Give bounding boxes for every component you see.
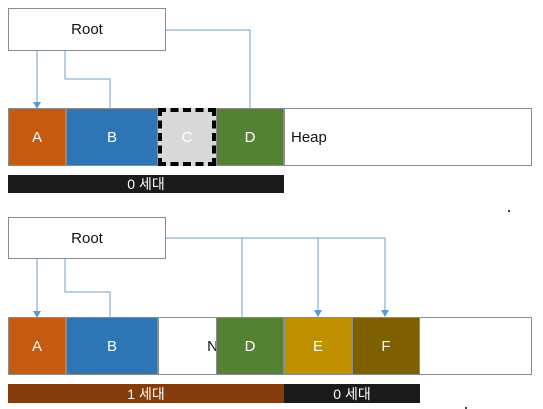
block-a-label-bottom: A [31, 337, 42, 355]
block-e-label-bottom: E [312, 337, 323, 355]
root-box-top: Root [8, 8, 166, 51]
block-n-bottom: N [158, 317, 218, 375]
heap-label: Heap [291, 128, 327, 146]
block-d-top: D [216, 108, 284, 166]
block-f-label-bottom: F [381, 337, 391, 355]
gen1-bar-bottom: 1 세대 [8, 384, 284, 403]
block-d-bottom: D [216, 317, 284, 375]
block-b-label: B [106, 128, 117, 146]
block-a-bottom: A [8, 317, 66, 375]
heap-region: Heap [284, 108, 532, 166]
gen1-label-bottom: 1 세대 [127, 385, 165, 402]
block-n-label-bottom: N [207, 337, 218, 355]
gen0-label-top: 0 세대 [127, 176, 165, 192]
block-a-label: A [31, 128, 42, 146]
gen0-bar-bottom: 0 세대 [284, 384, 420, 403]
gen0-bar-top: 0 세대 [8, 175, 284, 193]
block-d-label: D [244, 128, 256, 146]
root-box-bottom: Root [8, 217, 166, 259]
block-d-label-bottom: D [244, 337, 256, 355]
block-c-label: C [181, 128, 193, 146]
stray-dot-bottom [465, 407, 467, 409]
gen0-label-bottom: 0 세대 [333, 385, 371, 402]
block-e-bottom: E [284, 317, 352, 375]
line-root-to-b-bottom [64, 259, 111, 317]
root-label-bottom: Root [71, 229, 103, 247]
block-a-top: A [8, 108, 66, 166]
block-b-label-bottom: B [106, 337, 117, 355]
line-root-to-b [64, 51, 111, 108]
line-root-to-d [166, 29, 251, 108]
root-label: Root [71, 21, 103, 38]
block-c-top-unreachable: C [158, 108, 216, 166]
stray-dot-top [508, 210, 510, 212]
block-f-bottom: F [352, 317, 420, 375]
block-b-top: B [66, 108, 158, 166]
block-b-bottom: B [66, 317, 158, 375]
